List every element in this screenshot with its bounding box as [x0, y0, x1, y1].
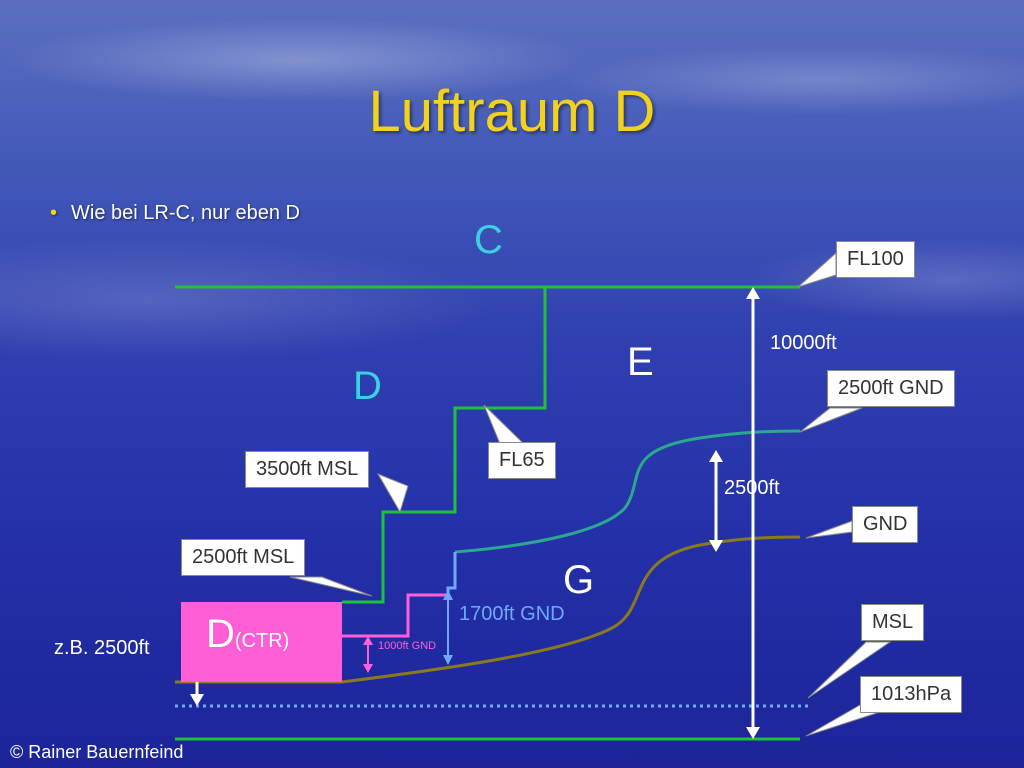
callout-2500ft-msl: 2500ft MSL	[181, 539, 306, 576]
blue-step-line	[446, 552, 457, 595]
arrow-1000ft-bottom	[363, 664, 373, 673]
arrow-2500ft-top	[709, 450, 723, 462]
bullet-text: Wie bei LR-C, nur eben D	[71, 202, 300, 224]
label-10000ft: 10000ft	[770, 332, 837, 354]
pink-step-line	[342, 593, 448, 638]
bullet-item: • Wie bei LR-C, nur eben D	[50, 202, 300, 225]
label-1700ft-gnd: 1700ft GND	[459, 603, 565, 625]
arrow-10000ft-top	[746, 287, 760, 299]
arrow-1700ft-top	[443, 590, 453, 600]
ctr-subscript: (CTR)	[234, 630, 290, 652]
pointer-msl2500	[289, 576, 373, 597]
zone-d-label: D	[353, 364, 382, 408]
label-example-2500ft: z.B. 2500ft	[54, 637, 150, 659]
pointer-fl100	[797, 251, 837, 288]
arrow-1700ft-bottom	[443, 655, 453, 665]
callout-gnd: GND	[852, 506, 919, 543]
ctr-main-letter: D	[206, 612, 235, 656]
callout-msl: MSL	[861, 604, 925, 641]
ground-curve	[175, 535, 801, 684]
arrow-2500ft-bottom	[709, 540, 723, 552]
label-2500ft: 2500ft	[724, 477, 780, 499]
class-d-boundary	[342, 287, 547, 604]
callout-fl65: FL65	[488, 442, 556, 479]
pointer-gnd	[805, 520, 853, 539]
arrow-10000ft-bottom	[746, 727, 760, 739]
callout-1013hpa: 1013hPa	[860, 676, 963, 713]
ctr-block	[181, 602, 342, 682]
pointer-msl3500	[376, 472, 409, 514]
ctr-label: D(CTR)	[206, 612, 289, 657]
zone-c-label: C	[474, 218, 503, 262]
zone-g-label: G	[563, 558, 595, 602]
slide-title: Luftraum D	[368, 79, 656, 144]
pointer-msl	[807, 641, 892, 699]
bullet-dot-icon: •	[50, 202, 58, 224]
arrow-ctr-bottom	[190, 694, 204, 706]
gnd2500-curve	[454, 429, 801, 554]
callout-3500ft-msl: 3500ft MSL	[245, 451, 370, 488]
callout-fl100: FL100	[836, 241, 915, 278]
callout-2500ft-gnd: 2500ft GND	[827, 370, 955, 407]
pointer-fl65	[483, 404, 526, 445]
label-1000ft-gnd: 1000ft GND	[378, 640, 437, 652]
copyright-notice: © Rainer Bauernfeind	[10, 742, 184, 762]
arrow-1000ft-top	[363, 636, 373, 645]
pointer-gnd2500	[799, 407, 863, 433]
zone-e-label: E	[627, 340, 654, 384]
